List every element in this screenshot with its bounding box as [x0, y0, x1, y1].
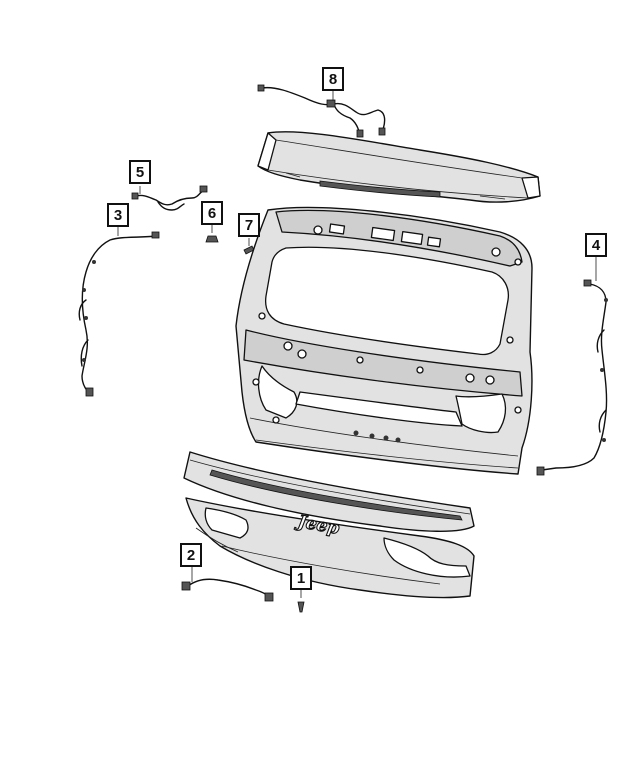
liftgate-assembly	[235, 206, 533, 475]
callout-5-label: 5	[135, 163, 145, 181]
callout-8-label: 8	[328, 70, 338, 88]
harness-3	[78, 224, 160, 397]
harness-2	[181, 567, 274, 602]
callout-6: 6	[201, 201, 223, 225]
harness-8	[257, 84, 386, 138]
callout-1: 1	[290, 566, 312, 590]
rear-spoiler	[257, 131, 541, 203]
callout-5: 5	[129, 160, 151, 184]
fastener-6	[205, 222, 219, 243]
callout-1-label: 1	[296, 569, 306, 587]
callout-7-label: 7	[244, 216, 254, 234]
callout-2: 2	[180, 543, 202, 567]
callout-4-label: 4	[591, 236, 601, 254]
callout-4: 4	[585, 233, 607, 257]
callout-8: 8	[322, 67, 344, 91]
harness-5	[131, 185, 208, 211]
liftgate-applique	[183, 451, 475, 532]
harness-4	[536, 256, 608, 476]
callout-3: 3	[107, 203, 129, 227]
fastener-1	[297, 588, 305, 613]
callout-2-label: 2	[186, 546, 196, 564]
callout-3-label: 3	[113, 206, 123, 224]
callout-7: 7	[238, 213, 260, 237]
callout-6-label: 6	[207, 204, 217, 222]
